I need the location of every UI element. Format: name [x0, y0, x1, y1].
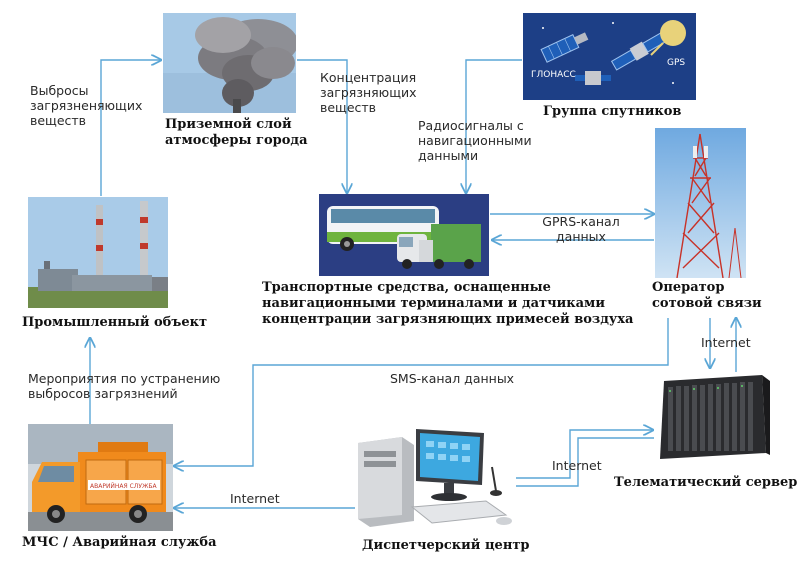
industrial-image [28, 197, 168, 308]
label-sms: SMS-канал данных [390, 371, 540, 386]
industrial-caption: Промышленный объект [22, 315, 222, 331]
emergency-caption: МЧС / Аварийная служба [22, 535, 222, 551]
van-text: АВАРИЙНАЯ СЛУЖБА [90, 483, 158, 490]
label-internet-operator: Internet [701, 335, 761, 350]
server-caption: Телематический сервер [614, 475, 800, 491]
label-gprs: GPRS-канал данных [536, 214, 626, 244]
label-concentration: Концентрация загрязняющих веществ [320, 70, 440, 115]
dispatch-image [356, 425, 516, 533]
label-radio: Радиосигналы с навигационными данными [418, 118, 548, 163]
emergency-image: АВАРИЙНАЯ СЛУЖБА [28, 424, 173, 531]
label-internet-emergency: Internet [230, 491, 290, 506]
dispatch-caption: Диспетчерский центр [362, 538, 542, 554]
satellites-caption: Группа спутников [543, 104, 693, 120]
gps-label: GPS [667, 58, 685, 68]
label-emissions: Выбросы загрязненяющих веществ [30, 83, 160, 128]
atmosphere-image [163, 13, 296, 113]
server-image [654, 375, 772, 461]
label-measures: Мероприятия по устранению выбросов загря… [28, 371, 248, 401]
atmosphere-caption: Приземной слой атмосферы города [165, 117, 325, 149]
operator-caption: Оператор сотовой связи [652, 280, 782, 312]
label-internet-server: Internet [552, 458, 612, 473]
satellites-image: ГЛОНАСС GPS [523, 13, 696, 100]
operator-tower-image [655, 128, 746, 278]
vehicles-image [319, 194, 489, 276]
glonass-label: ГЛОНАСС [531, 70, 576, 80]
vehicles-caption: Транспортные средства, оснащенные навига… [262, 280, 642, 328]
edge-industrial-to-atmosphere [101, 60, 161, 196]
